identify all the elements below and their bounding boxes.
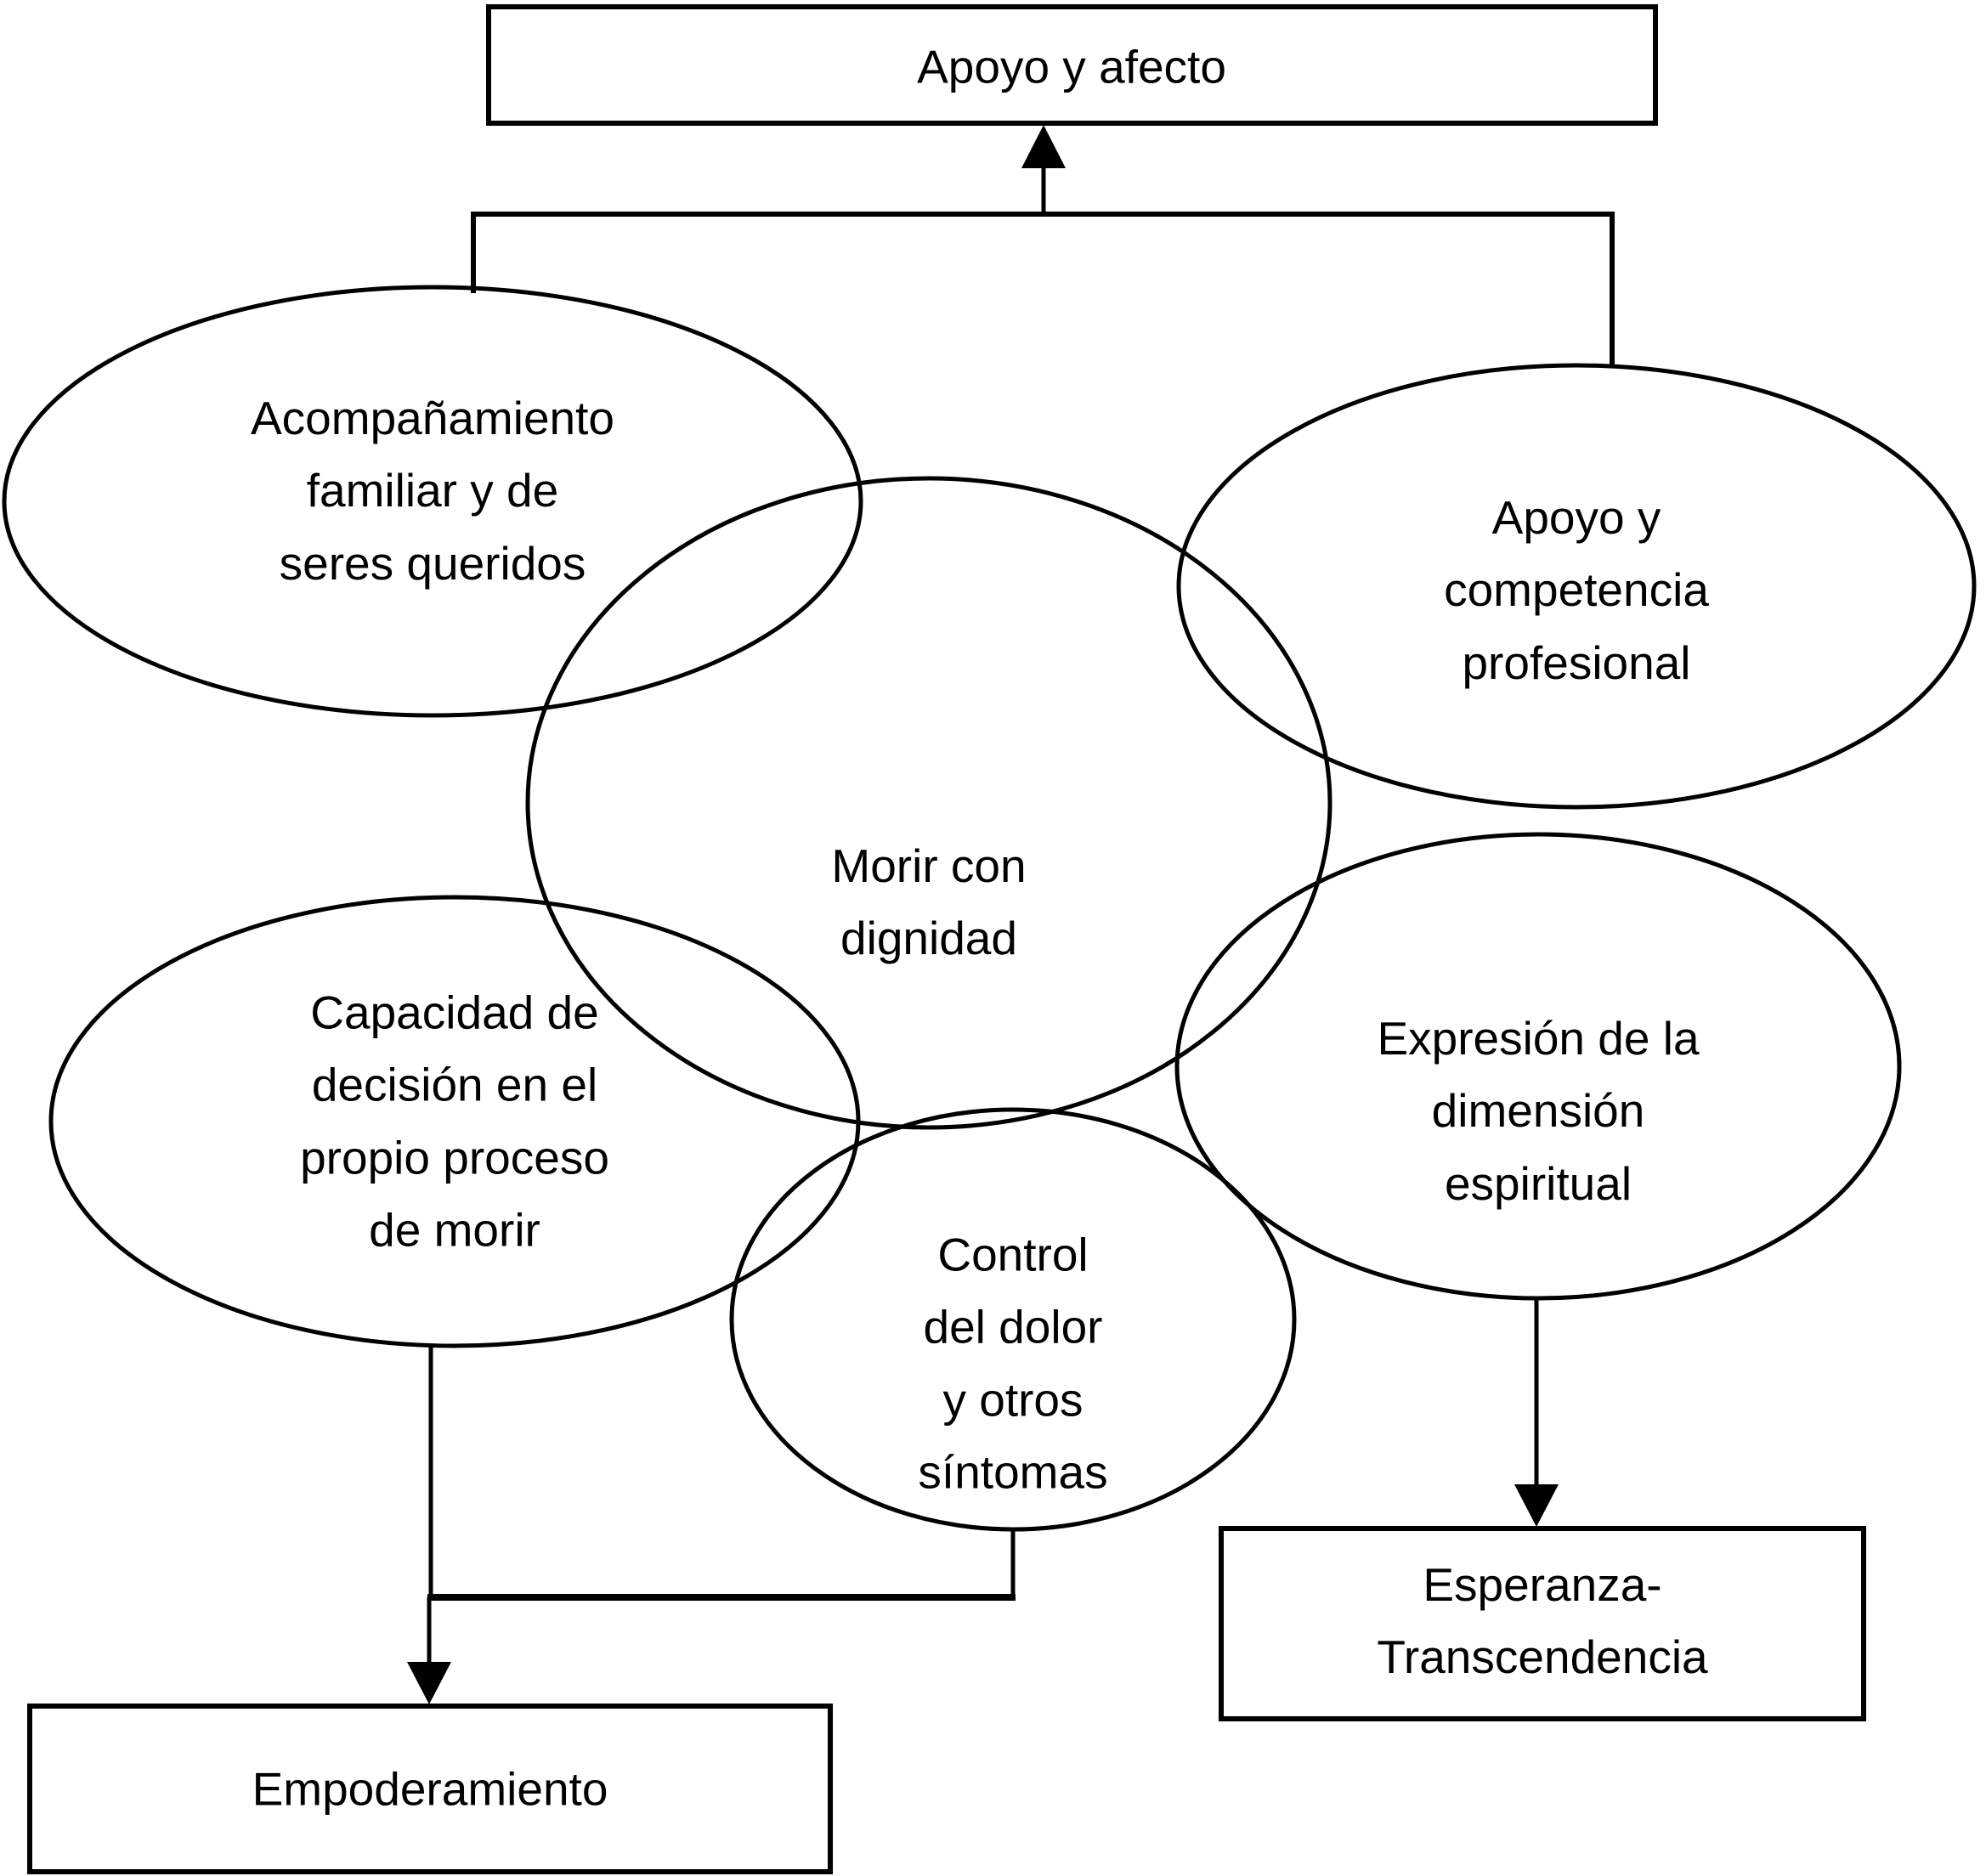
apoyo-profesional-line-3: profesional (1462, 636, 1691, 689)
ellipse-apoyo-profesional (1176, 363, 1977, 810)
acompanamiento-line-1: Acompañamiento (250, 392, 615, 445)
arrow-up-head-icon (1021, 125, 1066, 168)
acompanamiento-line-2: familiar y de (306, 464, 559, 517)
apoyo-profesional-line-1: Apoyo y (1491, 491, 1661, 545)
acompanamiento-line-3: seres queridos (279, 536, 586, 590)
capacidad-line-4: de morir (369, 1203, 540, 1257)
bracket-connector (471, 212, 1615, 365)
expresion-line-1: Expresión de la (1377, 1012, 1700, 1065)
esperanza-box-shape (1219, 1526, 1866, 1721)
ellipse-morir-con-dignidad (525, 476, 1332, 1130)
apoyo-afecto-box-label: Apoyo y afecto (917, 40, 1226, 93)
apoyo-profesional-line-2: competencia (1444, 563, 1709, 617)
morir-con-dignidad-label: Morir con dignidad (831, 830, 1026, 975)
arrow-esperanza-head-icon (1514, 1484, 1559, 1527)
esperanza-line-1: Esperanza- (1423, 1557, 1662, 1611)
esperanza-box-label: Esperanza- Transcendencia (1377, 1549, 1707, 1694)
capacidad-line-2: decisión en el (311, 1058, 598, 1111)
expresion-espiritual-label: Expresión de la dimensión espiritual (1377, 1003, 1699, 1220)
apoyo-profesional-label: Apoyo y competencia profesional (1444, 482, 1709, 699)
control-line-3: y otros (942, 1373, 1084, 1426)
expresion-line-3: espiritual (1444, 1156, 1632, 1210)
morir-line-2: dignidad (840, 912, 1017, 964)
morir-line-1: Morir con (831, 839, 1027, 892)
control-dolor-label: Control del dolor y otros síntomas (918, 1219, 1107, 1509)
control-line-4: síntomas (918, 1445, 1108, 1499)
apoyo-afecto-box-shape (486, 4, 1658, 126)
arrow-empoderamiento-head-icon (407, 1662, 451, 1704)
empoderamiento-box-label: Empoderamiento (252, 1762, 608, 1816)
ellipse-acompanamiento (2, 285, 863, 718)
capacidad-decision-label: Capacidad de decisión en el propio proce… (300, 977, 609, 1267)
capacidad-line-1: Capacidad de (310, 986, 599, 1039)
ellipse-capacidad-decision (48, 895, 861, 1348)
capacidad-line-3: propio proceso (300, 1131, 609, 1184)
acompanamiento-label: Acompañamiento familiar y de seres queri… (251, 382, 614, 600)
esperanza-line-2: Transcendencia (1377, 1630, 1708, 1683)
control-line-1: Control (937, 1228, 1089, 1281)
expresion-line-2: dimensión (1431, 1084, 1645, 1138)
empoderamiento-box-shape (27, 1704, 833, 1874)
control-line-2: del dolor (923, 1300, 1103, 1353)
